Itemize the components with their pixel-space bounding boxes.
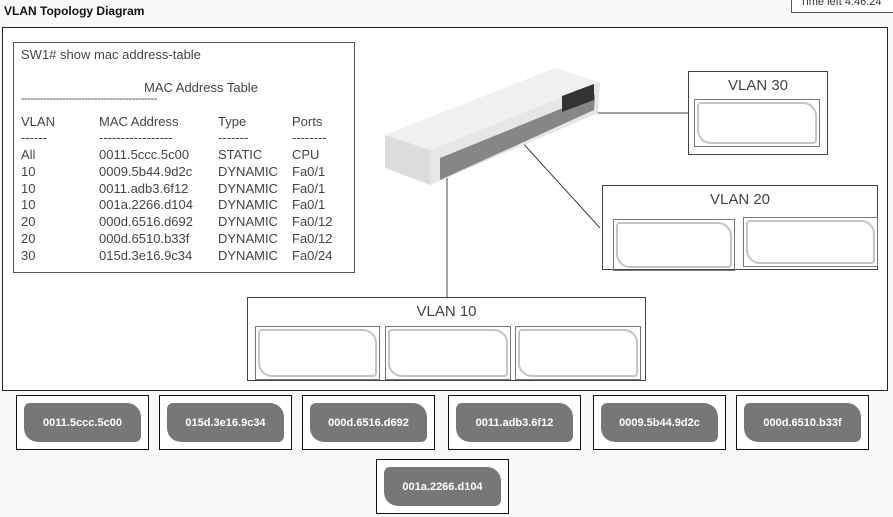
header-dashes: ------ (21, 130, 47, 145)
table-cell: 001a.2266.d104 (99, 197, 193, 213)
table-cell: 10 (21, 163, 36, 179)
table-cell: DYNAMIC (218, 214, 278, 230)
table-cell: 000d.6510.b33f (99, 231, 190, 246)
mac-chip-container: 015d.3e16.9c34 (159, 395, 292, 450)
table-cell: All (21, 147, 36, 162)
mac-address-table: SW1# show mac address-table MAC Address … (13, 42, 355, 273)
drop-slot[interactable] (515, 326, 641, 380)
header-dashes: -------- (292, 130, 327, 145)
table-cell: 20 (21, 214, 36, 230)
mac-chip-container: 0009.5b44.9d2c (593, 395, 726, 450)
drop-slot[interactable] (255, 326, 380, 380)
mac-address-chip[interactable]: 000d.6516.d692 (310, 403, 427, 442)
drop-slot[interactable] (743, 217, 878, 267)
table-header: VLAN (21, 114, 55, 129)
table-cell: 000d.6516.d692 (99, 214, 193, 230)
table-header: Type (218, 114, 247, 129)
link-vlan20 (519, 139, 601, 229)
table-cell: STATIC (218, 147, 263, 162)
separator: ----------------------------------------… (21, 93, 158, 105)
mac-address-chip[interactable]: 015d.3e16.9c34 (167, 403, 284, 442)
table-cell: Fa0/24 (292, 247, 333, 263)
cli-command: SW1# show mac address-table (21, 47, 201, 62)
mac-chip-container: 001a.2266.d104 (376, 459, 509, 514)
table-cell: 30 (21, 247, 36, 263)
table-header: MAC Address (99, 114, 179, 129)
vlan-10-box: VLAN 10 (247, 297, 646, 381)
vlan-label: VLAN 20 (709, 191, 771, 208)
table-cell: Fa0/12 (292, 231, 333, 246)
mac-chip-container: 000d.6516.d692 (302, 395, 435, 450)
table-cell: DYNAMIC (218, 163, 278, 179)
mac-address-chip[interactable]: 0011.adb3.6f12 (456, 403, 573, 442)
vlan-30-box: VLAN 30 (688, 71, 828, 155)
vlan-label: VLAN 30 (727, 77, 789, 94)
table-cell: DYNAMIC (218, 197, 278, 213)
table-cell: 20 (21, 231, 36, 246)
table-cell: CPU (292, 147, 320, 162)
page-title: VLAN Topology Diagram (4, 4, 145, 18)
mac-chip-container: 0011.5ccc.5c00 (16, 395, 149, 450)
table-cell: DYNAMIC (218, 231, 278, 246)
table-cell: Fa0/12 (292, 214, 333, 230)
drop-slot[interactable] (385, 326, 511, 380)
mac-chip-container: 000d.6510.b33f (736, 395, 869, 450)
table-cell: 10 (21, 180, 36, 196)
table-cell: Fa0/1 (292, 163, 326, 179)
drop-slot[interactable] (694, 99, 820, 147)
mac-address-chip[interactable]: 001a.2266.d104 (384, 467, 501, 506)
table-cell: 0009.5b44.9d2c (99, 163, 193, 179)
mac-address-chip[interactable]: 0009.5b44.9d2c (601, 403, 718, 442)
table-cell: DYNAMIC (218, 180, 278, 196)
table-cell: 10 (21, 197, 36, 213)
table-cell: Fa0/1 (292, 180, 326, 196)
header-dashes: ----------------- (99, 130, 173, 145)
table-cell: DYNAMIC (218, 247, 278, 263)
table-header: Ports (292, 114, 323, 129)
switch-icon (385, 68, 600, 185)
table-title: MAC Address Table (144, 80, 258, 95)
time-left: Time left 4:46:24 (791, 0, 893, 13)
mac-chip-container: 0011.adb3.6f12 (448, 395, 581, 450)
header-dashes: ------- (218, 130, 249, 145)
drop-slot[interactable] (613, 219, 735, 271)
mac-address-chip[interactable]: 000d.6510.b33f (744, 403, 861, 442)
table-cell: 015d.3e16.9c34 (99, 247, 193, 263)
table-cell: Fa0/1 (292, 197, 326, 213)
mac-address-chip[interactable]: 0011.5ccc.5c00 (24, 403, 141, 442)
table-cell: 0011.5ccc.5c00 (99, 147, 190, 162)
table-cell: 0011.adb3.6f12 (99, 180, 189, 196)
vlan-20-box: VLAN 20 (602, 185, 878, 271)
vlan-label: VLAN 10 (416, 303, 477, 320)
